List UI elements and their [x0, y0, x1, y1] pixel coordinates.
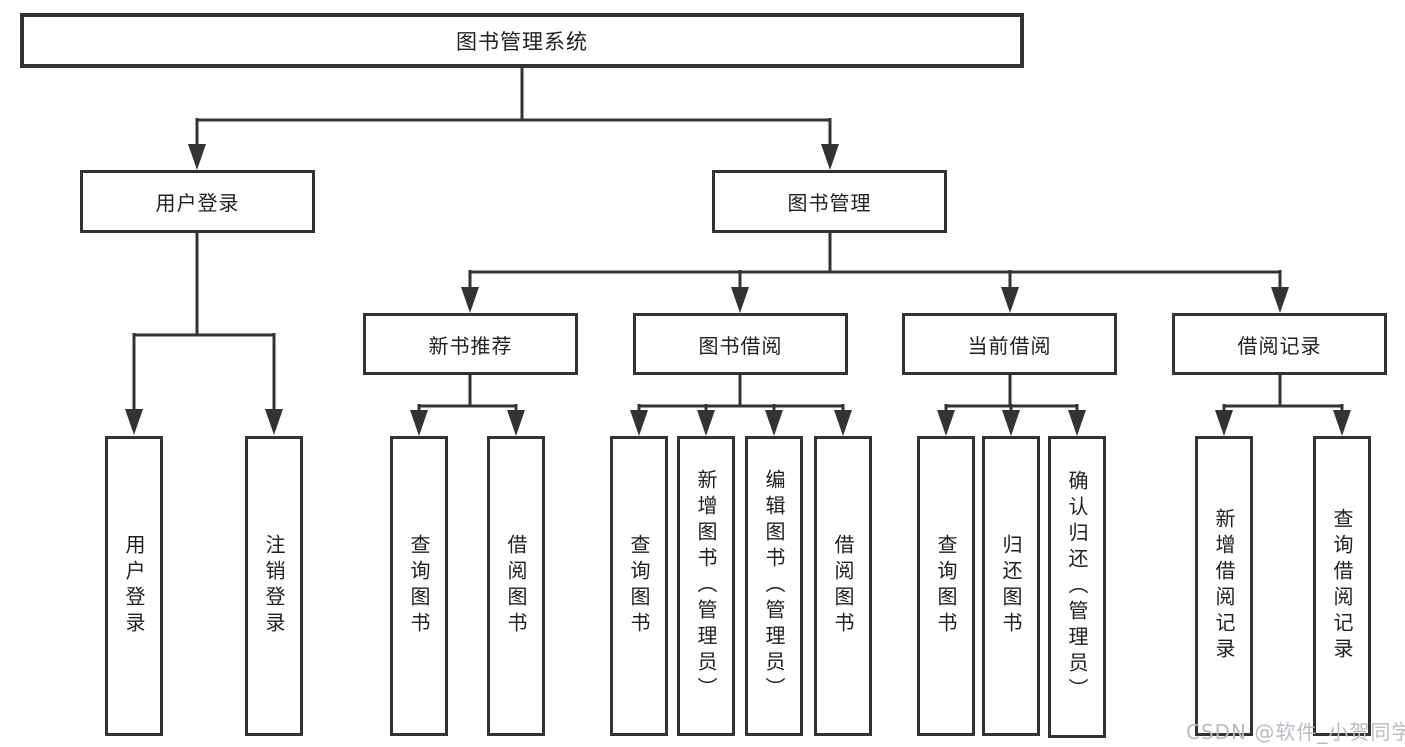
- leaf-add-borrow-record: 新增借阅记录: [1195, 436, 1253, 736]
- leaf-return-book: 归还图书: [982, 436, 1040, 736]
- leaf-logout: 注销登录: [245, 436, 303, 736]
- arrowhead-icons: [125, 144, 1351, 436]
- leaf-query-borrow-record: 查询借阅记录: [1313, 436, 1371, 736]
- leaf-query-books-current: 查询图书: [917, 436, 975, 736]
- leaf-query-books-borrowing: 查询图书: [610, 436, 668, 736]
- node-library-management-system: 图书管理系统: [20, 13, 1024, 68]
- node-borrowing-records: 借阅记录: [1172, 313, 1387, 375]
- csdn-watermark: CSDN @软件_小贺同学: [1186, 720, 1405, 744]
- leaf-edit-book-admin: 编辑图书（管理员）: [745, 436, 803, 736]
- leaf-user-login: 用户登录: [105, 436, 163, 736]
- leaf-confirm-return-admin: 确认归还（管理员）: [1048, 436, 1106, 738]
- leaf-add-book-admin: 新增图书（管理员）: [677, 436, 735, 736]
- leaf-query-books-recommend: 查询图书: [390, 436, 448, 736]
- node-current-borrowing: 当前借阅: [902, 313, 1117, 375]
- node-new-book-recommendation: 新书推荐: [363, 313, 578, 375]
- leaf-borrow-books-recommend: 借阅图书: [487, 436, 545, 736]
- node-user-login-branch: 用户登录: [80, 170, 315, 233]
- leaf-borrow-books: 借阅图书: [814, 436, 872, 736]
- node-book-borrowing: 图书借阅: [633, 313, 848, 375]
- node-book-management-branch: 图书管理: [712, 170, 947, 233]
